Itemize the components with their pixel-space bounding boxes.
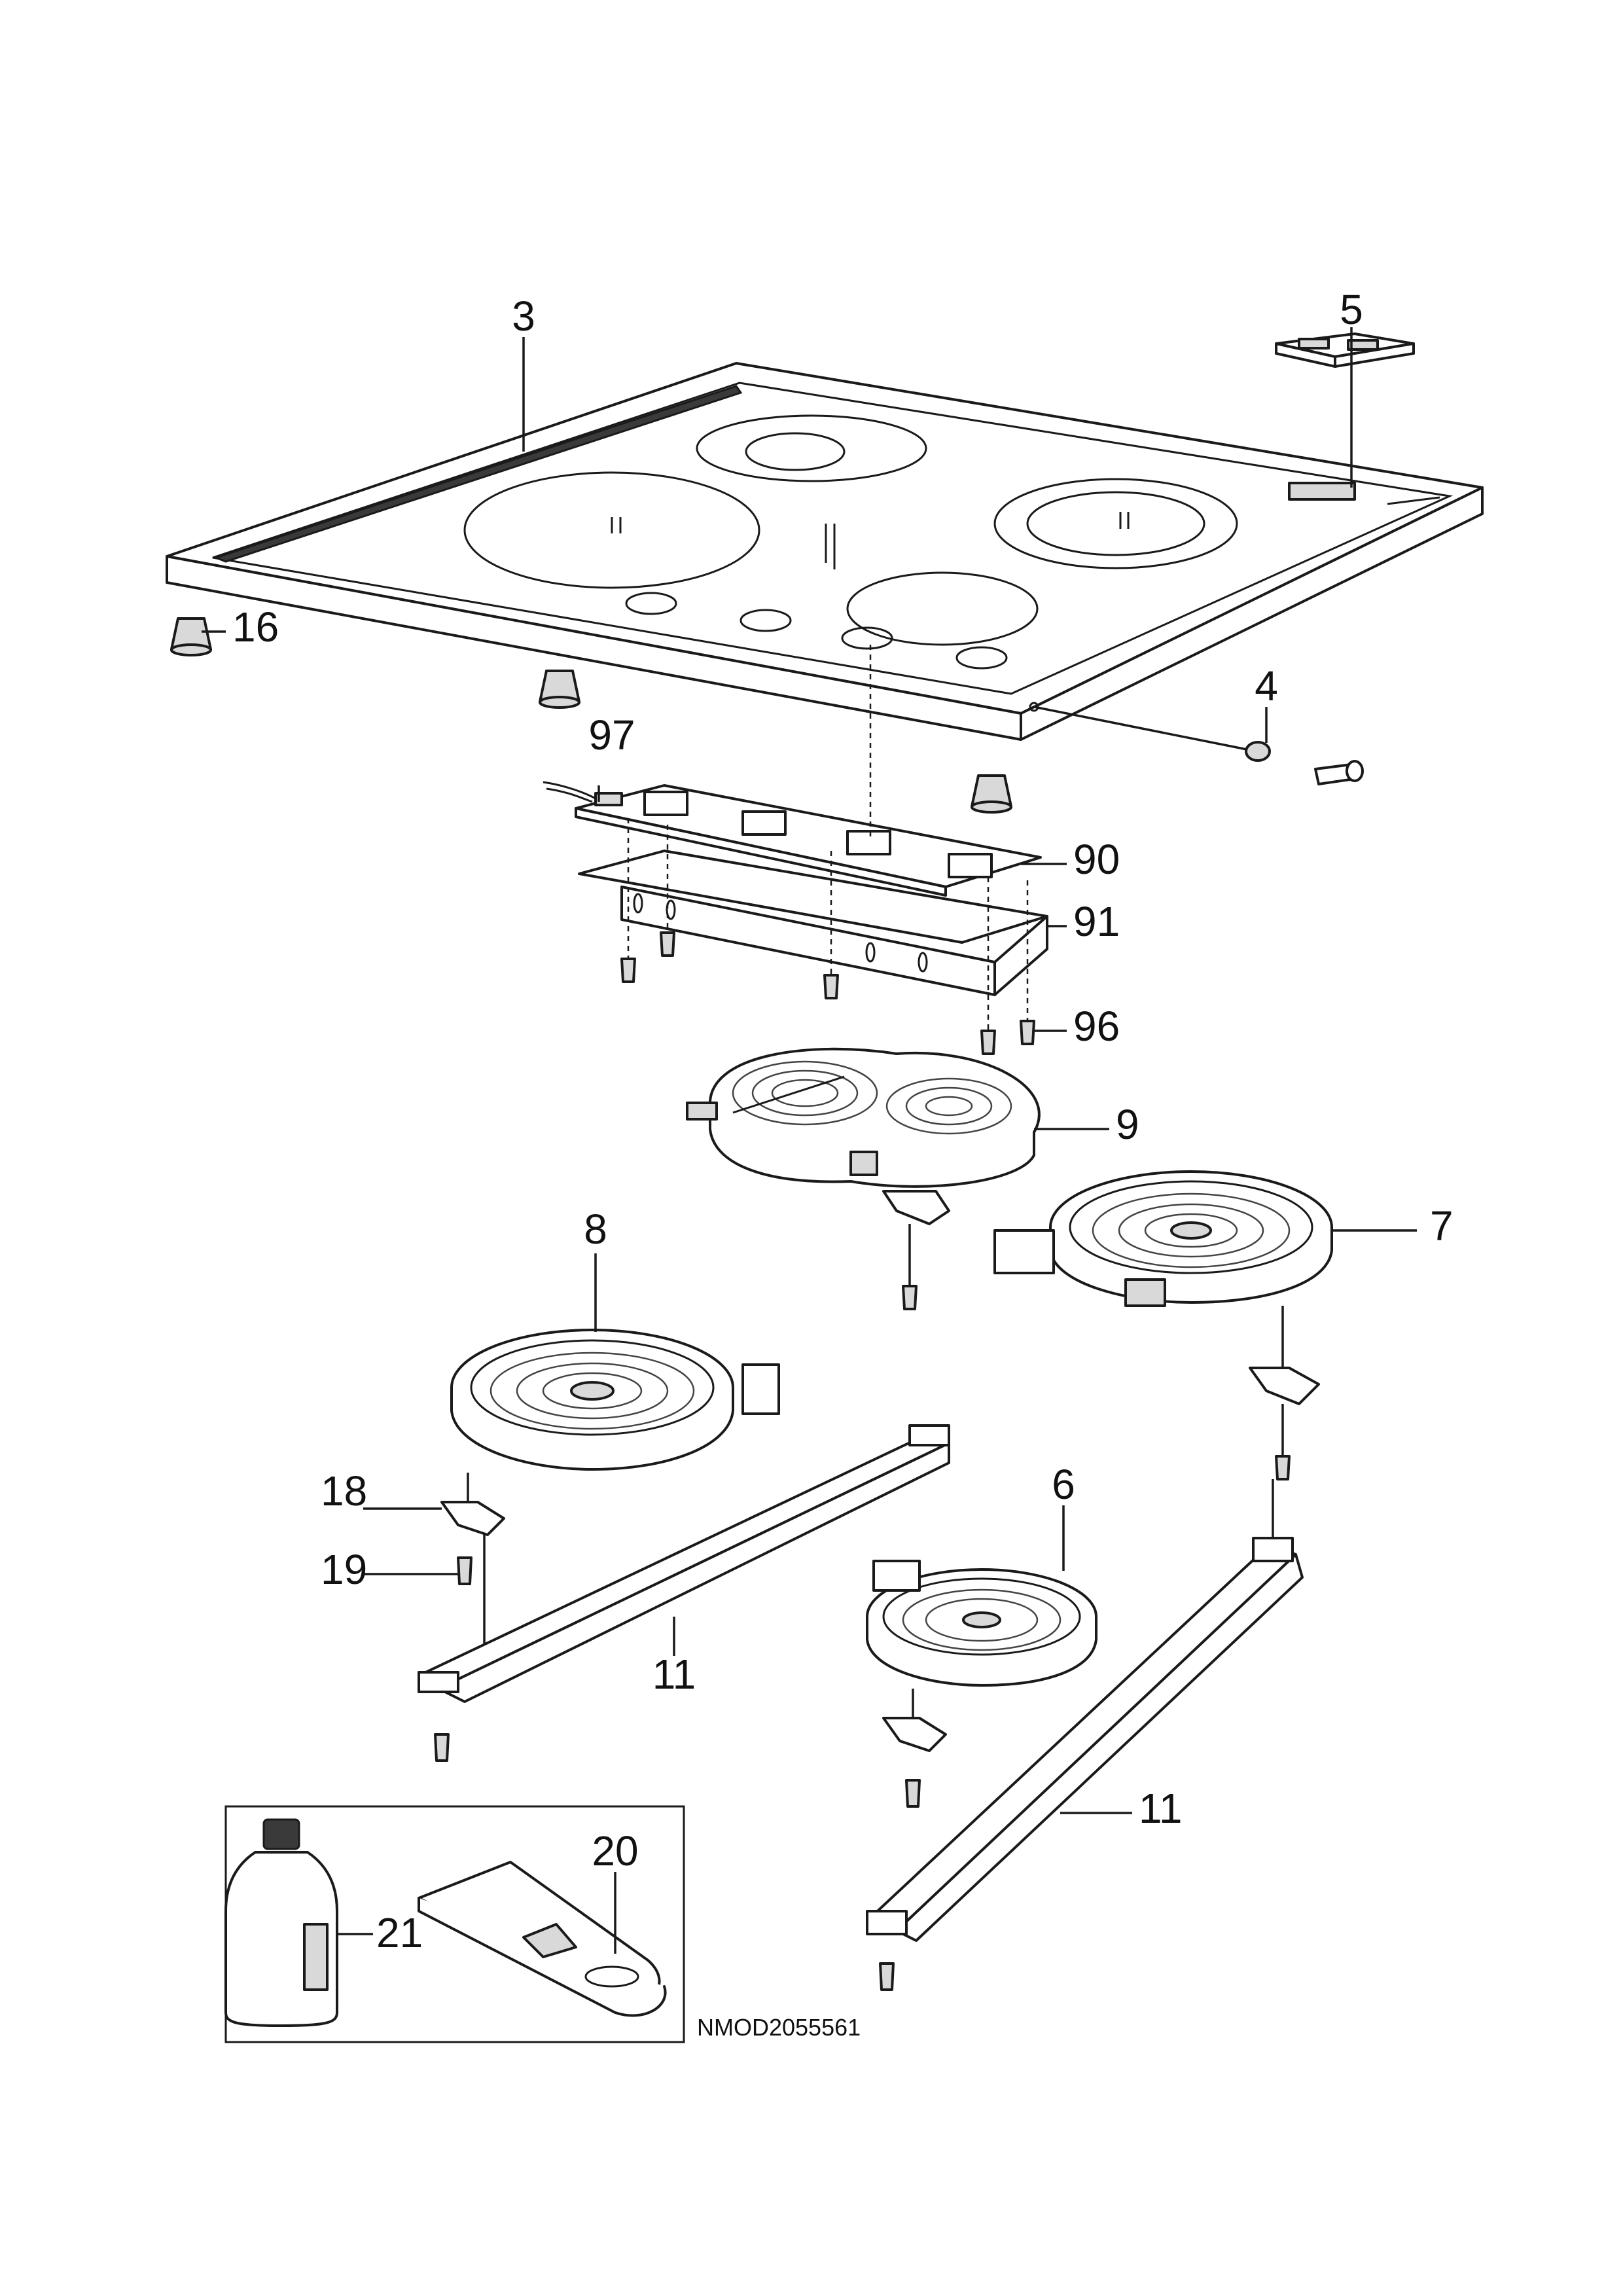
cleaning-bottle (224, 1818, 338, 2027)
foot-pad-right (971, 774, 1012, 814)
callout-5: 5 (1340, 286, 1363, 333)
support-rail-left (418, 1424, 950, 1762)
callout-16: 16 (232, 603, 279, 651)
control-circuit-board (543, 781, 1042, 897)
ceramic-hob-top (166, 362, 1484, 741)
element-clip-9 (882, 1190, 950, 1310)
callout-11-left: 11 (652, 1651, 696, 1698)
control-panel-insert (1275, 332, 1415, 368)
callout-7: 7 (1430, 1202, 1454, 1249)
callout-20: 20 (592, 1827, 638, 1874)
callout-21: 21 (376, 1909, 423, 1956)
drawing-code: NMOD2055561 (697, 2014, 861, 2041)
scraper-tool (418, 1861, 667, 2017)
element-clip-18 (440, 1501, 505, 1536)
element-clip-6 (882, 1717, 947, 1808)
callout-8: 8 (584, 1206, 607, 1253)
callout-3: 3 (512, 293, 535, 340)
heating-element-8 (450, 1329, 780, 1471)
callout-11-right: 11 (1139, 1785, 1182, 1832)
callout-4: 4 (1255, 662, 1278, 709)
callout-97: 97 (588, 711, 635, 759)
screw-19 (457, 1556, 473, 1585)
callout-18: 18 (321, 1467, 367, 1515)
callout-91: 91 (1073, 898, 1120, 945)
dual-circuit-heating-element-7 (993, 1170, 1333, 1307)
washer-and-screw (1245, 741, 1364, 785)
heating-element-6 (866, 1560, 1097, 1687)
pcb-mounting-bracket (578, 850, 1048, 996)
callout-90: 90 (1073, 836, 1120, 883)
pcb-fixing-pins (620, 931, 1035, 1055)
callout-19: 19 (321, 1546, 367, 1593)
foot-pad-middle (539, 670, 580, 709)
support-rail-right (866, 1537, 1304, 1991)
foot-pad-left (170, 617, 212, 656)
callout-6: 6 (1052, 1461, 1075, 1508)
callout-96: 96 (1073, 1003, 1120, 1050)
element-clip-7 (1249, 1367, 1320, 1480)
callout-9: 9 (1116, 1101, 1139, 1148)
oval-heating-element (686, 1047, 1041, 1188)
